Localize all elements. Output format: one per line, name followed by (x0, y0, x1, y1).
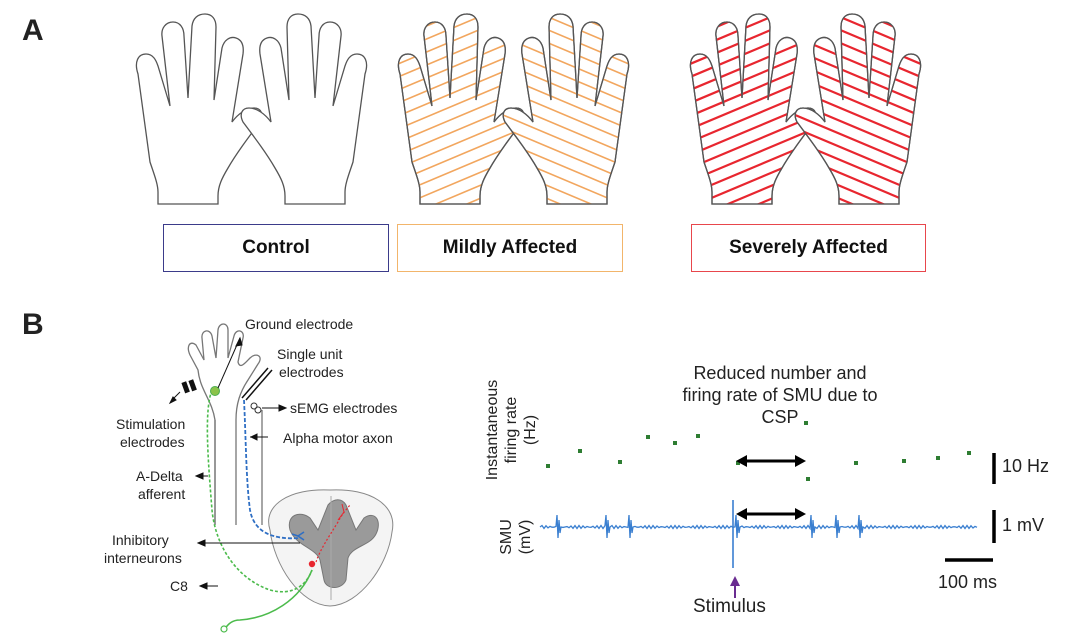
csp-annotation: Reduced number and firing rate of SMU du… (682, 363, 878, 427)
control-label: Control (242, 237, 310, 258)
inhibitory-label-line1: Inhibitory (112, 532, 169, 548)
a-delta-label-line2: afferent (138, 486, 186, 502)
panel-b-letter: B (22, 308, 44, 341)
inhibitory-label-line2: interneurons (104, 550, 182, 566)
spinal-cord (268, 489, 394, 607)
alpha-motor-label: Alpha motor axon (283, 430, 393, 446)
left-hand-mildly-affected (397, 13, 525, 205)
right-hand-mildly-affected (502, 13, 630, 205)
single-unit-label-line2: electrodes (279, 364, 344, 380)
ground-electrode-label: Ground electrode (245, 316, 354, 332)
severely-affected-label: Severely Affected (729, 237, 888, 258)
control-label-box: Control (163, 224, 389, 272)
severely-affected-label-box: Severely Affected (691, 224, 926, 272)
right-hand-control (240, 13, 368, 205)
left-hand-severely-affected (689, 13, 817, 205)
csp-smu-arrow-head-right (795, 508, 806, 520)
arm-hand-outline (187, 323, 261, 525)
semg-label: sEMG electrodes (290, 400, 398, 416)
firing-rate-point (854, 461, 858, 465)
single-unit-electrode-1 (241, 367, 269, 399)
firing-rate-point (618, 460, 622, 464)
stimulation-label-line2: electrodes (120, 434, 185, 450)
drg-circle (220, 625, 228, 633)
csp-rate-arrow-head-right (795, 455, 806, 467)
single-unit-electrode-2 (245, 369, 273, 401)
left-hand-control (135, 13, 263, 205)
single-unit-label-line1: Single unit (277, 346, 343, 362)
hands-svg (135, 13, 922, 205)
panel-a-letter: A (22, 14, 44, 47)
alpha-motor-axon-fiber (243, 399, 301, 540)
firing-rate-point (696, 434, 700, 438)
interneuron-dot (308, 560, 316, 568)
mildly-affected-label-box: Mildly Affected (397, 224, 623, 272)
ground-electrode-dot (210, 386, 220, 396)
firing-rate-point (806, 477, 810, 481)
c8-label: C8 (170, 578, 188, 594)
firing-rate-point (902, 459, 906, 463)
firing-rate-point (546, 464, 550, 468)
smu-axis-label: SMU (mV) (498, 519, 534, 555)
motor-neuron-mark (291, 531, 305, 541)
firing-rate-point (936, 456, 940, 460)
firing-rate-point (646, 435, 650, 439)
stimulation-label-line1: Stimulation (116, 416, 186, 432)
stimulation-electrode-2 (188, 379, 197, 392)
right-hand-severely-affected (794, 13, 922, 205)
stimulus-arrow-head (730, 576, 740, 586)
a-delta-afferent-fiber (206, 389, 313, 593)
firing-rate-point (673, 441, 677, 445)
neural-circuit-schematic (168, 323, 394, 633)
firing-rate-point (578, 449, 582, 453)
firing-rate-point (967, 451, 971, 455)
smu-trace (539, 514, 978, 539)
firing-rate-point (804, 421, 808, 425)
recording-traces (539, 421, 996, 598)
stimulus-label: Stimulus (693, 596, 766, 617)
semg-electrode-1 (250, 402, 258, 410)
scale-hz-label: 10 Hz (1002, 456, 1050, 476)
scale-ms-label: 100 ms (938, 572, 998, 592)
a-delta-label-line1: A-Delta (136, 468, 183, 484)
firing-rate-point (736, 461, 740, 465)
rate-axis-label: Instantaneous firing rate (Hz) (484, 379, 539, 481)
scale-mv-label: 1 mV (1002, 515, 1045, 535)
csp-smu-arrow-head-left (736, 508, 747, 520)
c8-root-fiber (223, 569, 313, 631)
forearm-outline (214, 410, 263, 525)
inhibitory-interneuron-fiber (315, 504, 351, 563)
csp-rate-arrow-head-left (736, 455, 747, 467)
stimulation-electrode-1 (181, 381, 190, 394)
semg-electrode-2 (254, 406, 262, 414)
mildly-affected-label: Mildly Affected (442, 237, 578, 258)
